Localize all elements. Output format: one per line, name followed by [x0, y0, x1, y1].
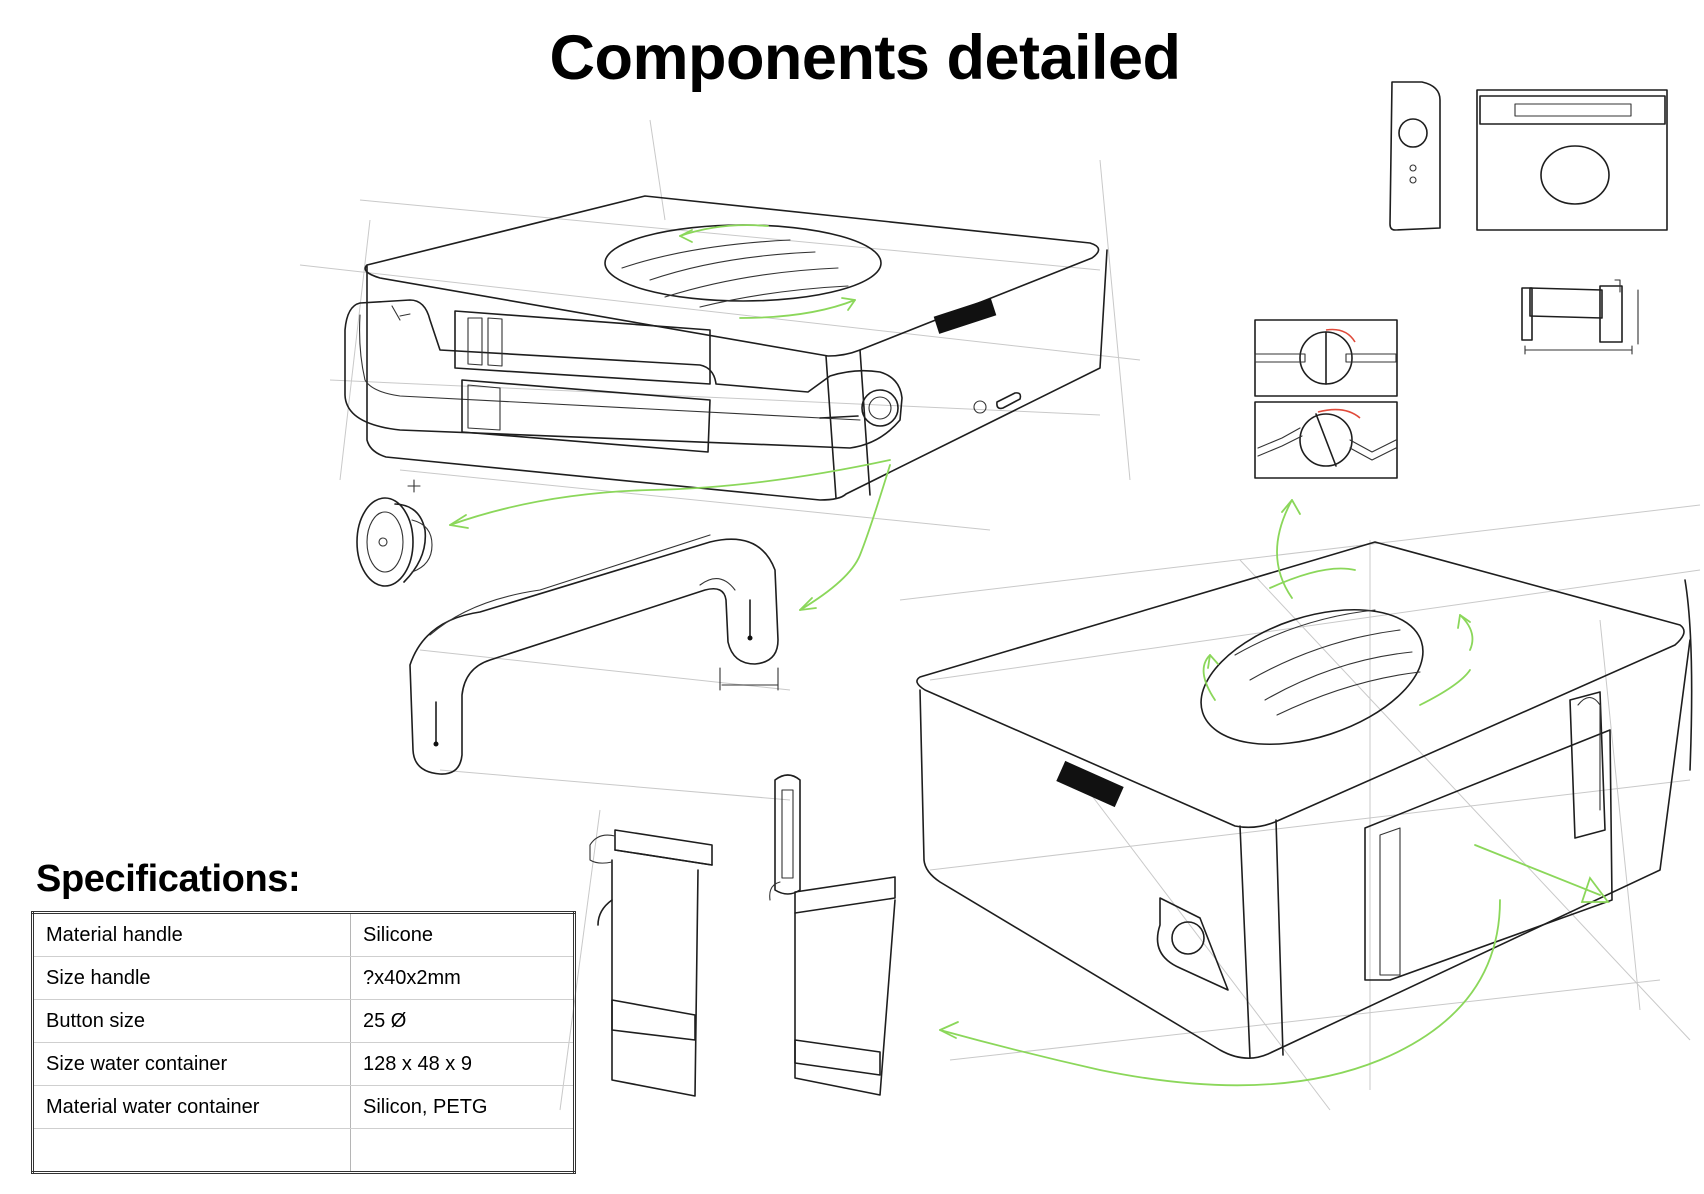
knob-button-sketch — [356, 479, 433, 587]
silicone-handle-sketch — [409, 534, 779, 775]
table-row: Material water container Silicon, PETG — [32, 1085, 575, 1129]
table-row: Button size 25 Ø — [32, 999, 575, 1043]
table-row: Material handle Silicone — [32, 912, 575, 957]
spec-label: Size water container — [32, 1042, 351, 1086]
spec-label — [32, 1128, 351, 1173]
annotation-arrows — [449, 224, 1610, 1087]
reference-views — [1389, 81, 1668, 355]
spec-value: Silicone — [350, 912, 575, 957]
spec-value: ?x40x2mm — [350, 956, 575, 1000]
spec-label: Material water container — [32, 1085, 351, 1129]
spec-value: 128 x 48 x 9 — [350, 1042, 575, 1086]
table-row — [32, 1128, 575, 1173]
page-title: Components detailed — [549, 23, 1181, 93]
construction-lines — [299, 119, 1701, 1111]
specifications-table: Material handle Silicone Size handle ?x4… — [31, 911, 576, 1174]
spec-label: Button size — [32, 999, 351, 1043]
specifications-heading: Specifications: — [36, 858, 301, 900]
device-rear-view — [916, 541, 1693, 1059]
spec-label: Size handle — [32, 956, 351, 1000]
spec-value: 25 Ø — [350, 999, 575, 1043]
spec-label: Material handle — [32, 912, 351, 957]
table-row: Size water container 128 x 48 x 9 — [32, 1042, 575, 1086]
device-front-view — [344, 195, 1108, 501]
table-row: Size handle ?x40x2mm — [32, 956, 575, 1000]
water-container-sketches — [589, 774, 896, 1097]
spec-value: Silicon, PETG — [350, 1085, 575, 1129]
lock-mechanism-diagrams — [1254, 319, 1398, 479]
spec-value — [350, 1128, 575, 1173]
